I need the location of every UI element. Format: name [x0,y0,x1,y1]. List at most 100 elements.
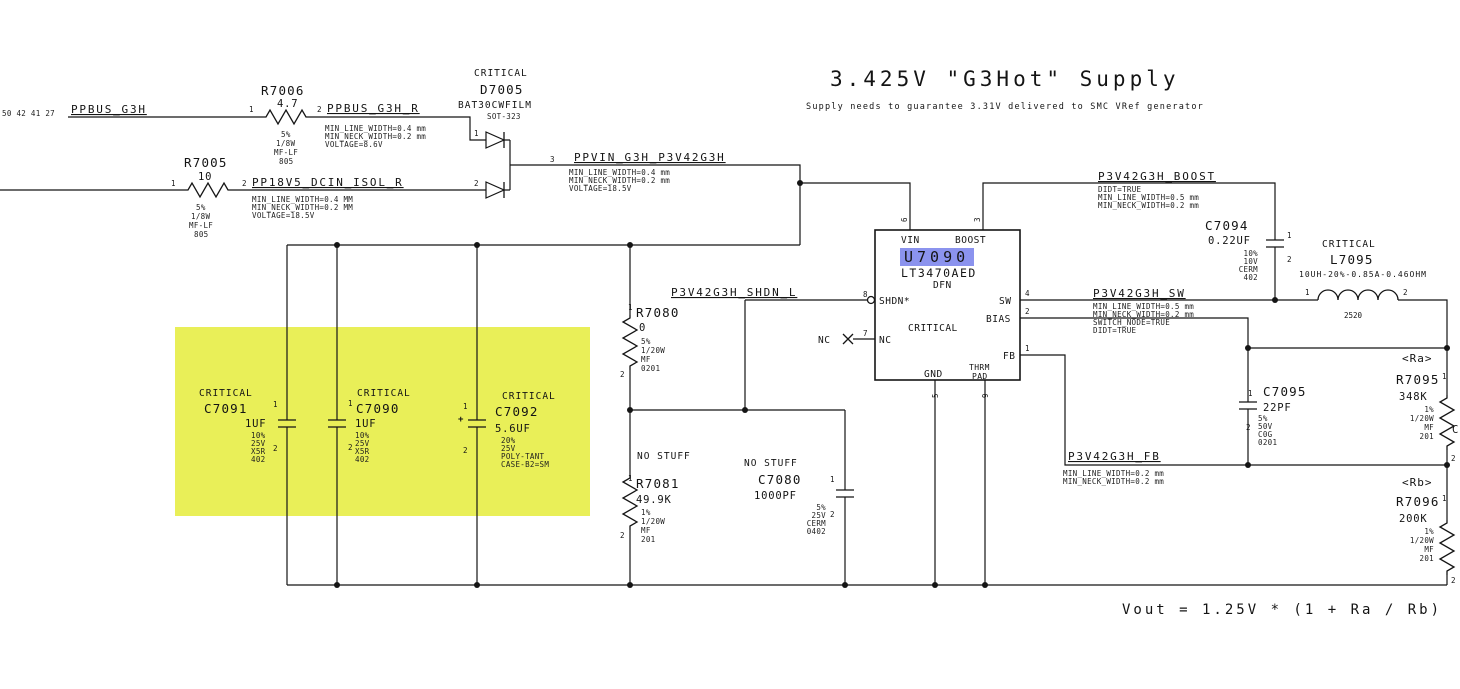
u7090-package: DFN [933,280,952,291]
r7081-ref: R7081 [636,476,680,491]
component-R7005[interactable]: R7005 10 1 2 5% 1/8W MF-LF 805 [171,155,247,239]
highlight-region [175,327,590,516]
net-attr: MIN_NECK_WIDTH=0.2 mm [1098,201,1199,210]
d7005-pin1: 1 [474,129,479,138]
component-C7080[interactable]: NO STUFF C7080 1 1000PF 2 5% 25V CERM 04… [744,458,854,536]
wires [0,116,1448,586]
component-C7094[interactable]: C7094 0.22UF 1 2 10% 10V CERM 402 [1205,218,1292,282]
u7090-pin-pad: PAD [972,372,988,381]
net-attr: SWITCH_NODE=TRUE [1093,318,1170,327]
r7006-ref: R7006 [261,83,305,98]
u7090-pin-gnd: GND [924,369,943,380]
c7091-attr: 402 [251,455,265,464]
capacitor-symbol [328,419,346,428]
r7095-attr: 201 [1420,432,1434,441]
c7091-attr: X5R [251,447,266,456]
c7094-attr: 402 [1244,273,1258,282]
d7005-ref: D7005 [480,82,524,97]
net-label-p3v42g3h-fb[interactable]: P3V42G3H_FB [1068,450,1161,463]
u7090-pin-thrm: THRM [969,363,990,372]
junction-dot [1272,297,1278,303]
l7095-package: 2520 [1344,311,1363,320]
c7090-attr: 402 [355,455,369,464]
selection-highlight [900,248,974,266]
r7006-pin1: 1 [249,105,254,114]
r7006-attr: 805 [279,157,293,166]
net-label-p3v42g3h-sw[interactable]: P3V42G3H_SW [1093,287,1186,300]
component-C7095[interactable]: 1 C7095 22PF 2 5% 50V C0G 0201 [1239,384,1307,447]
page-ref-numbers: 50 42 41 27 [2,109,55,118]
wire-ppbus-g3h-r [318,116,486,141]
c7080-attr: CERM [807,519,826,528]
net-label-ppbus-g3h-r[interactable]: PPBUS_G3H_R [327,102,420,115]
r7006-attr: MF-LF [274,148,298,157]
capacitor-symbol [1239,401,1257,410]
net-label-ppvin-g3h-p3v42g3h[interactable]: PPVIN_G3H_P3V42G3H [574,151,726,164]
d7005-part: BAT30CWFILM [458,100,532,111]
junction-dot [474,242,480,248]
r7095-attr: 1/20W [1410,414,1434,423]
c7090-pin1: 1 [348,399,353,408]
component-R7095[interactable]: <Ra> R7095 1 348K 1% 1/20W MF 201 2 [1396,352,1456,463]
net-attr: MIN_LINE_WIDTH=0.4 mm [325,124,426,133]
c7091-pin1: 1 [273,400,278,409]
u7090-nc-flag: NC [818,335,830,346]
l7095-ref: L7095 [1330,252,1374,267]
component-R7080[interactable]: 1 R7080 0 5% 1/20W MF 0201 2 [620,303,680,379]
net-label-p3v42g3h-boost[interactable]: P3V42G3H_BOOST [1098,170,1216,183]
capacitor-symbol [278,419,296,428]
component-C7090[interactable]: CRITICAL C7090 1 1UF 2 10% 25V X5R 402 [328,388,411,464]
u7090-critical: CRITICAL [908,323,958,334]
net-label-p3v42g3h-shdn-l[interactable]: P3V42G3H_SHDN_L [671,286,797,299]
net-attr: MIN_LINE_WIDTH=0.5 mm [1098,193,1199,202]
wire-ppvin [548,164,801,245]
net-label-ppbus-g3h[interactable]: PPBUS_G3H [71,103,147,116]
component-R7081[interactable]: NO STUFF 1 R7081 49.9K 1% 1/20W MF 201 2 [620,451,691,544]
wire-vin-pin [800,182,911,230]
l7095-critical: CRITICAL [1322,239,1376,250]
c7094-attr: 10V [1244,257,1259,266]
c7090-attr: 25V [355,439,370,448]
resistor-symbol [257,108,318,126]
vout-formula: Vout = 1.25V * (1 + Ra / Rb) [1122,602,1442,618]
wire-vout [1398,299,1448,585]
component-R7096[interactable]: <Rb> R7096 1 200K 1% 1/20W MF 201 2 [1396,476,1456,585]
c7080-pin1: 1 [830,475,835,484]
component-D7005[interactable]: CRITICAL D7005 BAT30CWFILM SOT-323 1 2 3 [458,68,555,199]
net-attr: MIN_LINE_WIDTH=0.2 mm [1063,469,1164,478]
c7090-attr: 10% [355,431,370,440]
component-C7092[interactable]: + CRITICAL C7092 1 5.6UF 2 20% 25V POLY-… [458,391,556,469]
u7090-part: LT3470AED [901,266,977,280]
net-label-pp18v5-dcin-isol-r[interactable]: PP18V5_DCIN_ISOL_R [252,176,404,189]
capacitor-symbol [1266,239,1284,248]
r7081-attr: 201 [641,535,655,544]
component-L7095[interactable]: CRITICAL L7095 10UH-20%-0.85A-0.46OHM 1 … [1299,239,1427,320]
r7081-attr: 1% [641,508,651,517]
r7096-attr: 1% [1424,527,1434,536]
u7090-pinnum-1: 1 [1025,344,1030,353]
c7080-stuff: NO STUFF [744,458,798,469]
wire-diode-common [504,139,548,191]
u7090-pinnum-2: 2 [1025,307,1030,316]
component-U7090[interactable]: VIN BOOST U7090 LT3470AED DFN SHDN* NC C… [818,217,1030,398]
r7096-attr: 1/20W [1410,536,1434,545]
r7005-pin2: 2 [242,179,247,188]
c7080-attr: 5% [816,503,826,512]
r7005-value: 10 [198,171,212,183]
c7095-pin2: 2 [1246,423,1251,432]
inductor-symbol [1317,289,1399,301]
resistor-symbol [621,475,639,530]
c7095-attr: 0201 [1258,438,1277,447]
component-C7091[interactable]: CRITICAL C7091 1 1UF 2 10% 25V X5R 402 [199,388,296,464]
u7090-pin-vin: VIN [901,235,920,246]
junction-dot [1245,462,1251,468]
u7090-pinnum-4: 4 [1025,289,1030,298]
c7092-attr: 20% [501,436,516,445]
c7095-attr: 5% [1258,414,1268,423]
r7081-pin1: 1 [628,474,633,483]
component-R7006[interactable]: R7006 4.7 1 2 5% 1/8W MF-LF 805 [249,83,322,166]
d7005-pin3: 3 [550,155,555,164]
u7090-pin-shdn: SHDN* [879,296,910,307]
page-title: 3.425V "G3Hot" Supply [830,67,1180,91]
net-attr: MIN_NECK_WIDTH=0.2 mm [1093,310,1194,319]
